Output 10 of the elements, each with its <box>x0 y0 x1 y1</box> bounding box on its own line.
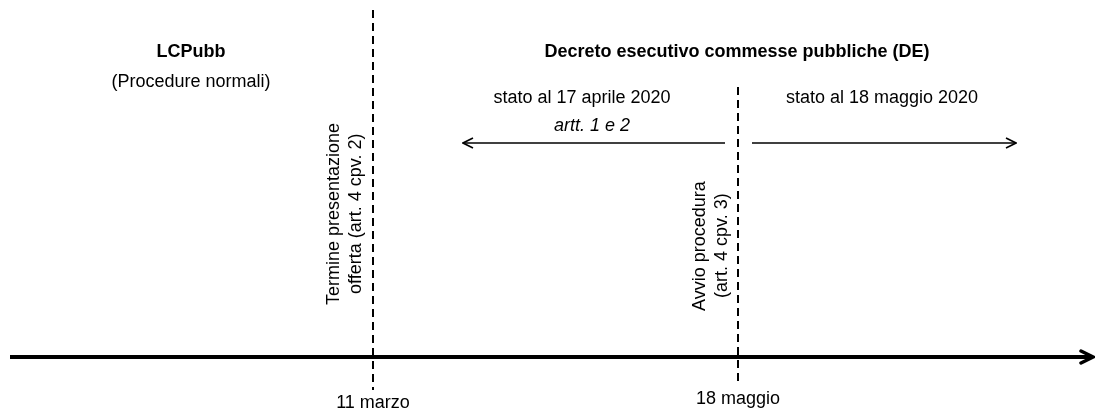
event-label: Termine presentazione offerta (art. 4 cpv. 2) <box>322 121 366 308</box>
date-label: 11 marzo <box>336 391 410 413</box>
section-subheading: (Procedure normali) <box>111 70 271 92</box>
event-label: Avvio procedura (art. 4 cpv. 3) <box>688 180 732 313</box>
period-label: stato al 18 maggio 2020 <box>785 86 979 108</box>
date-label: 18 maggio <box>695 387 781 409</box>
period-label: stato al 17 aprile 2020 <box>493 86 671 108</box>
section-heading: LCPubb <box>156 40 226 62</box>
article-reference: artt. 1 e 2 <box>554 114 630 136</box>
section-heading: Decreto esecutivo commesse pubbliche (DE) <box>544 40 930 62</box>
